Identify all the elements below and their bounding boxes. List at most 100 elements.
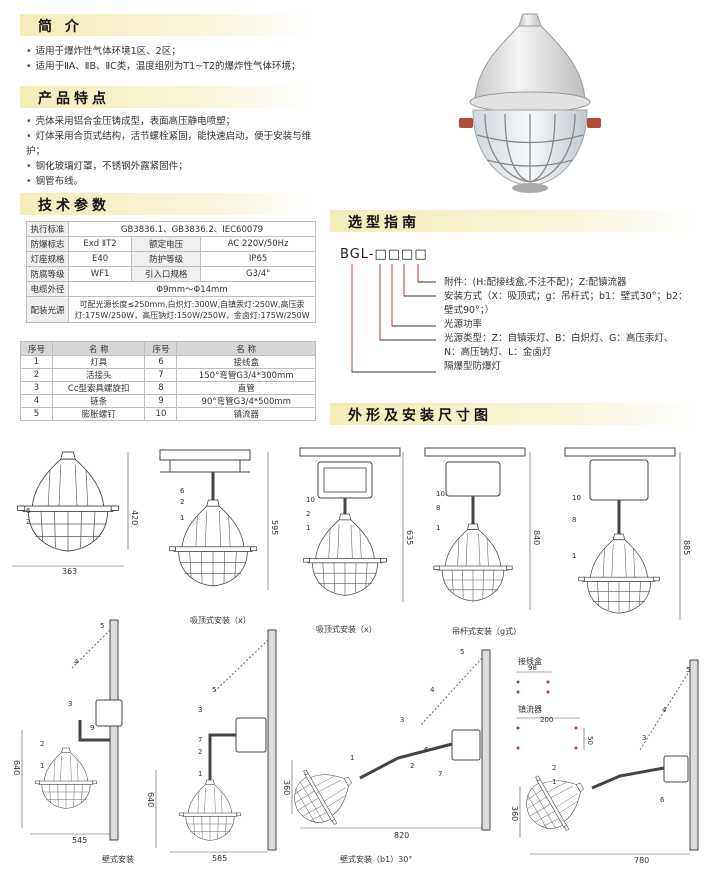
part-no: 4 (20, 394, 53, 408)
spec-row: 防爆标志 Exd ⅡT2 额定电压 AC 220V/50Hz (26, 236, 316, 252)
mounting-holes (516, 671, 585, 750)
dim-780: 780 (634, 856, 649, 865)
guide-heading: 选型指南 (348, 215, 420, 231)
intro-header: 简 介 (20, 14, 310, 36)
dims-heading: 外形及安装尺寸图 (348, 408, 492, 424)
spec-row: 灯座规格 E40 防护等级 IP65 (26, 251, 316, 267)
parts-header-row: 序号 名 称 序号 名 称 (20, 341, 316, 356)
part-name: Cc型索具螺旋扣 (51, 381, 146, 395)
callout-4: 4 (430, 686, 435, 694)
part-no: 1 (20, 355, 53, 369)
spec-label: 执行标准 (26, 221, 69, 237)
callout-6: 6 (424, 746, 429, 754)
spec-value: E40 (67, 251, 133, 267)
guide-header: 选型指南 (330, 210, 700, 232)
callouts: 6 2 6 2 1 10 2 1 10 8 1 10 8 1 5 4 3 2 1… (26, 487, 690, 804)
part-no: 3 (20, 381, 53, 395)
part-name: 直管 (176, 381, 316, 395)
callout-1: 1 (180, 514, 184, 522)
part-no: 6 (144, 355, 178, 369)
dim-360b: 360 (510, 806, 519, 821)
features-header: 产品特点 (20, 86, 310, 108)
parts-header: 名 称 (51, 341, 146, 356)
specs-table: 执行标准 GB3836.1、GB3836.2、IEC60079 防爆标志 Exd… (26, 221, 316, 323)
guide-source: 光源类型：Z：自镇汞灯、B：白炽灯、G：高压汞灯、 (444, 333, 674, 344)
dim-885: 885 (682, 540, 691, 555)
spec-value: IP65 (200, 251, 316, 267)
callout-2: 2 (410, 762, 414, 770)
callout-2: 2 (552, 764, 556, 772)
spec-label: 电缆外径 (26, 281, 69, 297)
callout-2: 2 (198, 748, 202, 756)
part-no: 7 (144, 368, 178, 382)
parts-header: 名 称 (176, 341, 316, 356)
parts-header: 序号 (20, 341, 53, 356)
callout-3: 3 (642, 734, 646, 742)
guide-leader-lines (351, 264, 436, 373)
parts-header: 序号 (144, 341, 178, 356)
part-name: 灯具 (51, 355, 146, 369)
caption-ceiling-1: 吸顶式安装（x） (190, 615, 251, 625)
callout-3: 3 (198, 706, 202, 714)
callout-6: 6 (26, 507, 31, 515)
dim-635: 635 (405, 530, 414, 545)
guide-type: 隔爆型防爆灯 (444, 361, 502, 372)
spec-label: 防爆标志 (26, 236, 69, 252)
callout-7: 7 (198, 736, 202, 744)
callout-6: 6 (660, 796, 665, 804)
part-name: 90°弯管G3/4*500mm (176, 394, 316, 408)
features-list: 壳体采用铝合金压铸成型，表面高压静电喷塑； 灯体采用合页式结构，活节螺栓紧固，能… (26, 114, 326, 189)
junction-box-dim: 98 (528, 664, 537, 672)
callout-8: 8 (436, 504, 440, 512)
part-name: 膨胀螺钉 (51, 407, 146, 421)
spec-row: 执行标准 GB3836.1、GB3836.2、IEC60079 (26, 221, 316, 237)
features-item: 灯体采用合页式结构，活节螺栓紧固，能快速启动，便于安装与维护； (26, 129, 326, 159)
part-name: 活接头 (51, 368, 146, 382)
spec-value: WF1 (67, 266, 133, 282)
drawing-wall-2 (155, 629, 277, 853)
callout-5: 5 (460, 648, 464, 656)
spec-value: Exd ⅡT2 (67, 236, 133, 252)
callout-2: 2 (26, 518, 30, 526)
spec-value: GB3836.1、GB3836.2、IEC60079 (68, 221, 316, 237)
guide-power: 光源功率 (444, 319, 483, 330)
callout-1: 1 (350, 754, 354, 762)
spec-value: G3/4" (200, 266, 316, 282)
drawing-pendant-long (564, 447, 681, 620)
drawing-wall-right (513, 659, 699, 855)
intro-item: 适用于ⅡA、ⅡB、ⅡC类，温度组别为T1~T2的爆炸性气体环境； (26, 59, 326, 74)
callout-5: 5 (100, 622, 104, 630)
caption-pendant: 吊杆式安装（g式） (452, 626, 521, 636)
features-item: 钢化玻璃灯罩，不锈钢外露紧固件； (26, 159, 326, 174)
callout-2: 2 (180, 498, 184, 506)
callout-9: 9 (90, 724, 94, 732)
dimension-drawings: 363 420 595 635 840 885 吸顶式安装（x） (12, 447, 699, 865)
dim-585: 585 (212, 854, 227, 863)
callout-3: 3 (400, 716, 404, 724)
drawing-wall-b1 (281, 649, 491, 838)
callout-1: 1 (40, 762, 44, 770)
part-name: 镇流器 (176, 407, 316, 421)
junction-box-title: 接线盒 (518, 656, 542, 666)
dim-840: 840 (532, 530, 541, 545)
spec-value: Φ9mm～Φ14mm (68, 281, 316, 297)
callout-2: 2 (306, 510, 310, 518)
spec-row: 配装光源 可配光源长度≤250mm,白炽灯:300W,自镇汞灯:250W,高压汞… (26, 296, 316, 323)
intro-heading: 简 介 (38, 19, 83, 35)
ballast-title: 镇流器 (518, 704, 542, 714)
callout-1: 1 (552, 778, 556, 786)
callout-7: 7 (438, 770, 442, 778)
spec-row: 防腐等级 WF1 引入口规格 G3/4" (26, 266, 316, 282)
drawing-ceiling-1 (159, 449, 269, 590)
dims-header: 外形及安装尺寸图 (330, 403, 700, 425)
callout-1: 1 (436, 524, 440, 532)
callout-6: 6 (180, 487, 185, 495)
callout-2: 2 (40, 740, 44, 748)
drawing-wall (21, 619, 123, 841)
spec-label: 配装光源 (26, 296, 69, 323)
callout-8: 8 (572, 516, 576, 524)
callout-10: 10 (572, 494, 581, 502)
